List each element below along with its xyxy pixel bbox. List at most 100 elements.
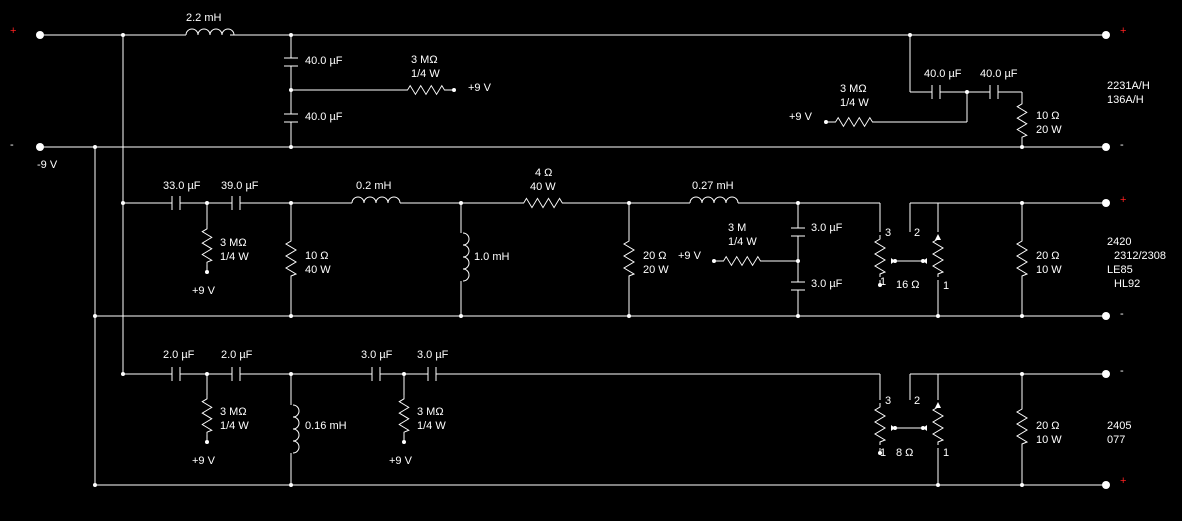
pot-mid-left xyxy=(874,234,886,278)
top-right-cap2-label: 40.0 µF xyxy=(980,68,1018,80)
resistor-10ohm-top xyxy=(1016,99,1028,141)
mid-ind2-label: 1.0 mH xyxy=(474,251,510,263)
out1-plus-terminal[interactable] xyxy=(1102,31,1110,39)
resistor-20ohm-mid xyxy=(623,236,635,280)
mid-bias-volt: +9 V xyxy=(192,285,216,297)
top-model-line1: 2231A/H xyxy=(1107,80,1150,92)
bot-cap1-label: 2.0 µF xyxy=(163,349,195,361)
bot-bias-res-power: 1/4 W xyxy=(220,420,249,432)
resistor-20ohm-mid-load xyxy=(1016,236,1028,280)
bot-pot-pin1b: 1 xyxy=(943,447,949,459)
pot-bot-right xyxy=(932,402,944,446)
resistor-4ohm xyxy=(519,197,567,209)
mid-pot-value: 16 Ω xyxy=(896,279,920,291)
bot-pot-pin3: 3 xyxy=(885,395,891,407)
bot-bias-res-label: 3 MΩ xyxy=(220,406,247,418)
mid-bias2-res-label: 3 M xyxy=(728,222,746,234)
resistor-top-right-bias xyxy=(831,117,877,127)
top-bias-res-power: 1/4 W xyxy=(411,68,440,80)
mid-model-line2: 2312/2308 xyxy=(1114,250,1166,262)
pot-bot-left xyxy=(874,402,886,446)
bot-cap2-label: 2.0 µF xyxy=(221,349,253,361)
top-bias-res-label: 3 MΩ xyxy=(411,54,438,66)
bot-pot-pin1a: 1 xyxy=(880,447,886,459)
out3-minus-terminal[interactable] xyxy=(1102,370,1110,378)
inductor-2-2mh xyxy=(185,28,235,36)
capacitors xyxy=(171,57,999,381)
bot-model-line1: 2405 xyxy=(1107,420,1131,432)
resistor-bot-bias1 xyxy=(201,394,213,436)
mid-ind3-label: 0.27 mH xyxy=(692,180,734,192)
out2-plus-terminal[interactable] xyxy=(1102,199,1110,207)
resistor-mid-bias xyxy=(201,224,213,266)
top-right-res-label: 10 Ω xyxy=(1036,110,1060,122)
bot-load-res-label: 20 Ω xyxy=(1036,420,1060,432)
mid-bias2-res-power: 1/4 W xyxy=(728,236,757,248)
mid-res1-power: 40 W xyxy=(305,264,331,276)
minus-supply-label: -9 V xyxy=(37,159,58,171)
bot-pot-value: 8 Ω xyxy=(896,447,913,459)
top-inductor-label: 2.2 mH xyxy=(186,12,222,24)
mid-cap1-label: 33.0 µF xyxy=(163,180,201,192)
mid-model-line4: HL92 xyxy=(1114,278,1140,290)
mid-shunt-res-power: 20 W xyxy=(643,264,669,276)
bot-bias2-res-power: 1/4 W xyxy=(417,420,446,432)
top-right-cap1-label: 40.0 µF xyxy=(924,68,962,80)
inductor-0-2mh xyxy=(351,196,401,204)
out2-plus-label: + xyxy=(1120,194,1126,206)
mid-bias-res-power: 1/4 W xyxy=(220,251,249,263)
mid-cap3-label: 3.0 µF xyxy=(811,222,843,234)
bot-ind-label: 0.16 mH xyxy=(305,420,347,432)
top-right-bias-power: 1/4 W xyxy=(840,97,869,109)
bot-model-line2: 077 xyxy=(1107,434,1125,446)
mid-res1-label: 10 Ω xyxy=(305,250,329,262)
resistor-top-bias xyxy=(403,85,449,95)
mid-cap4-label: 3.0 µF xyxy=(811,278,843,290)
mid-bias-res-label: 3 MΩ xyxy=(220,237,247,249)
mid-bias2-volt: +9 V xyxy=(678,250,702,262)
inductor-0-16mh xyxy=(292,404,300,454)
resistor-20ohm-bot-load xyxy=(1016,404,1028,448)
input-minus-label: - xyxy=(10,139,14,151)
out3-plus-label: + xyxy=(1120,475,1126,487)
top-bias-volt: +9 V xyxy=(468,82,492,94)
resistor-bot-bias2 xyxy=(398,394,410,436)
out2-minus-label: - xyxy=(1120,308,1124,320)
mid-load-res-power: 10 W xyxy=(1036,264,1062,276)
bot-cap4-label: 3.0 µF xyxy=(417,349,449,361)
inductor-0-27mh xyxy=(689,196,739,204)
input-plus-label: + xyxy=(10,25,16,37)
top-right-bias-volt: +9 V xyxy=(789,111,813,123)
out1-plus-label: + xyxy=(1120,25,1126,37)
mid-model-line3: LE85 xyxy=(1107,264,1133,276)
top-cap-lower-label: 40.0 µF xyxy=(305,111,343,123)
resistor-mid-bias2 xyxy=(719,256,765,266)
labels: + - + - + - - + -9 V 2.2 mH 40.0 µF 40.0… xyxy=(10,12,1166,487)
mid-series-res-label: 4 Ω xyxy=(535,167,552,179)
mid-series-res-power: 40 W xyxy=(530,181,556,193)
bot-bias2-volt: +9 V xyxy=(389,455,413,467)
junction-dots xyxy=(93,33,1024,487)
terminals xyxy=(36,31,1110,489)
out1-minus-label: - xyxy=(1120,139,1124,151)
resistor-10ohm-mid xyxy=(285,236,297,280)
mid-shunt-res-label: 20 Ω xyxy=(643,250,667,262)
mid-model-line1: 2420 xyxy=(1107,236,1131,248)
out1-minus-terminal[interactable] xyxy=(1102,143,1110,151)
pot-mid-right xyxy=(932,234,944,278)
mid-pot-pin2: 2 xyxy=(914,227,920,239)
bot-pot-pin2: 2 xyxy=(914,395,920,407)
mid-cap2-label: 39.0 µF xyxy=(221,180,259,192)
mid-load-res-label: 20 Ω xyxy=(1036,250,1060,262)
input-minus-terminal[interactable] xyxy=(36,143,44,151)
inductor-1-0mh xyxy=(462,232,470,282)
mid-ind1-label: 0.2 mH xyxy=(356,180,392,192)
top-model-line2: 136A/H xyxy=(1107,94,1144,106)
components xyxy=(36,28,1110,489)
bot-bias2-res-label: 3 MΩ xyxy=(417,406,444,418)
input-plus-terminal[interactable] xyxy=(36,31,44,39)
mid-pot-pin1b: 1 xyxy=(943,280,949,292)
out3-plus-terminal[interactable] xyxy=(1102,481,1110,489)
out2-minus-terminal[interactable] xyxy=(1102,312,1110,320)
